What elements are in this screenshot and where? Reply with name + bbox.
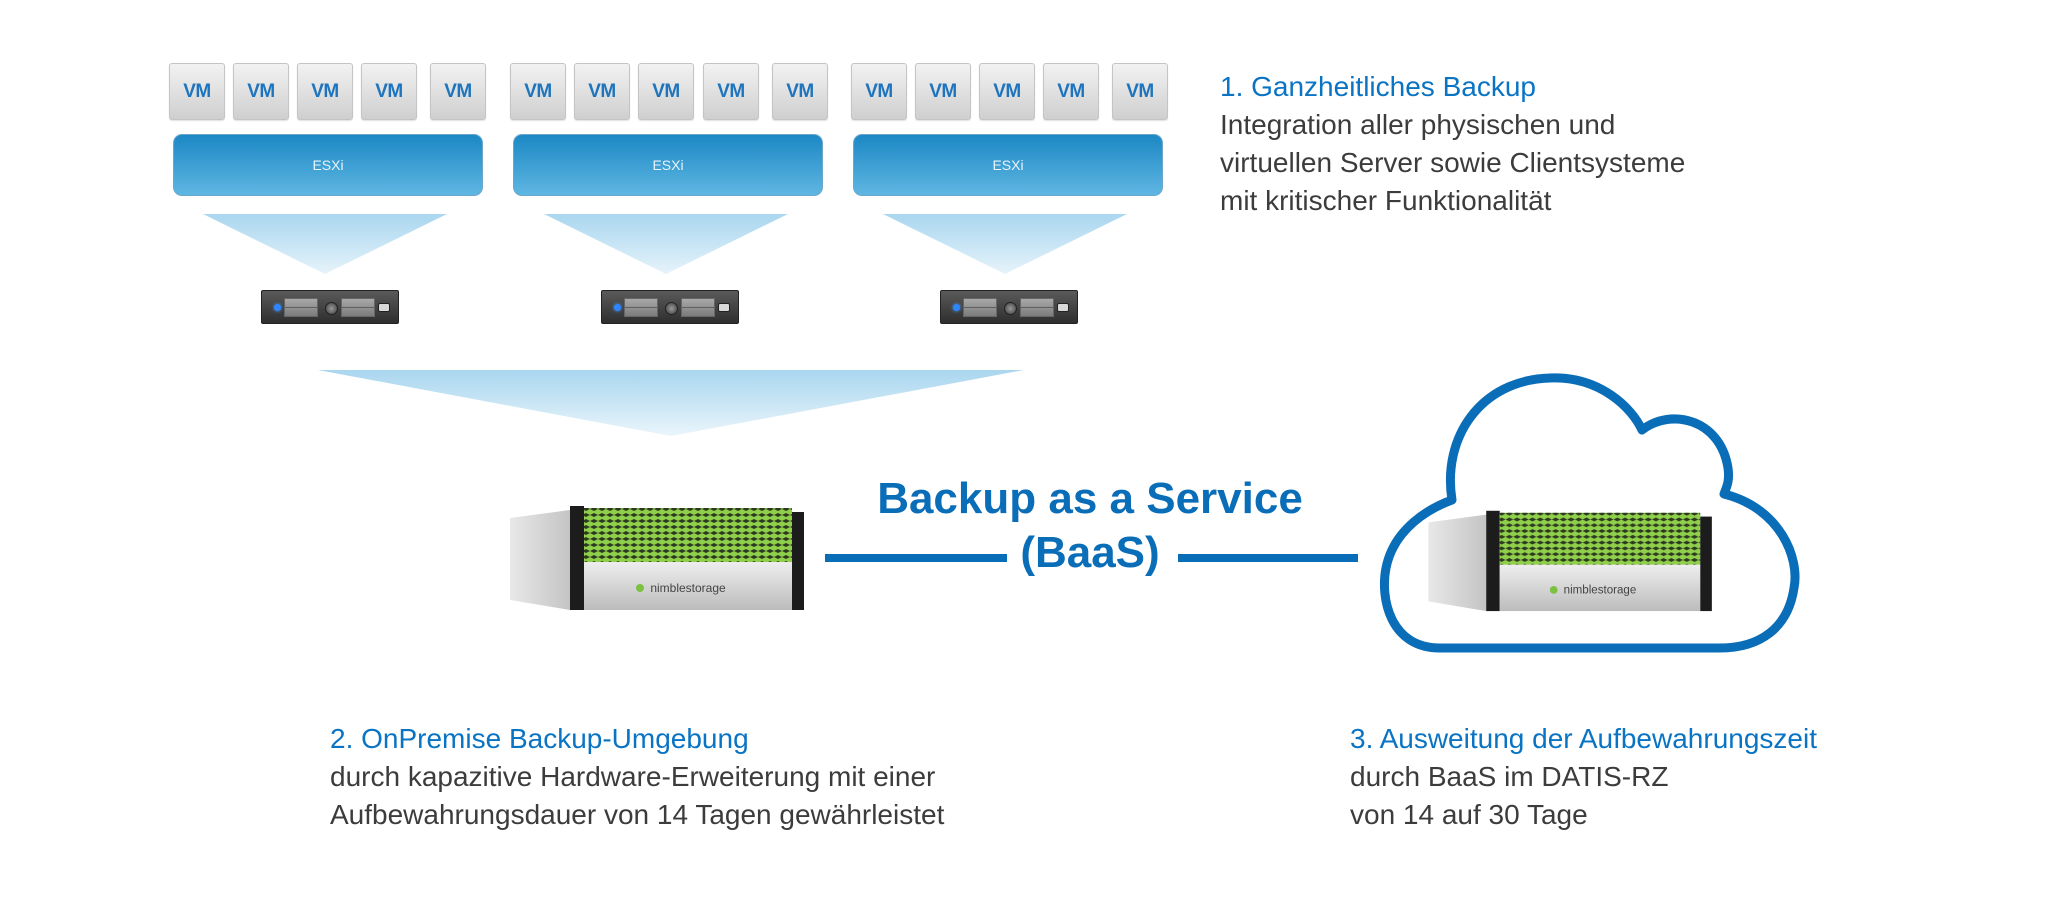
vm-box: VM	[574, 63, 630, 120]
esxi-hypervisor: ESXi	[853, 134, 1163, 196]
vm-box: VM	[169, 63, 225, 120]
flow-arrow-icon	[883, 214, 1127, 274]
note-line: virtuellen Server sowie Clientsysteme	[1220, 147, 1686, 178]
note-heading: 2. OnPremise Backup-Umgebung	[330, 723, 749, 754]
note-heading: 1. Ganzheitliches Backup	[1220, 71, 1536, 102]
svg-text:nimblestorage: nimblestorage	[650, 581, 726, 595]
vm-box: VM	[1112, 63, 1168, 120]
note-line: durch BaaS im DATIS-RZ	[1350, 761, 1669, 792]
note-onpremise-backup: 2. OnPremise Backup-Umgebung durch kapaz…	[330, 720, 944, 834]
storage-brand-text: nimblestorage	[650, 581, 726, 595]
physical-server-icon	[601, 290, 739, 324]
cloud-icon	[1379, 373, 1800, 653]
vm-box: VM	[915, 63, 971, 120]
aggregate-flow-arrow-icon	[318, 370, 1024, 436]
note-holistic-backup: 1. Ganzheitliches Backup Integration all…	[1220, 68, 1685, 220]
vm-box: VM	[233, 63, 289, 120]
vm-box: VM	[510, 63, 566, 120]
connector-line-right	[1178, 554, 1358, 562]
vm-box: VM	[297, 63, 353, 120]
note-retention-extension: 3. Ausweitung der Aufbewahrungszeit durc…	[1350, 720, 1817, 834]
vm-box: VM	[703, 63, 759, 120]
vm-box: VM	[772, 63, 828, 120]
vm-box: VM	[638, 63, 694, 120]
vm-box: VM	[979, 63, 1035, 120]
note-line: durch kapazitive Hardware-Erweiterung mi…	[330, 761, 936, 792]
note-line: Aufbewahrungsdauer von 14 Tagen gewährle…	[330, 799, 945, 830]
vm-box: VM	[430, 63, 486, 120]
vm-box: VM	[361, 63, 417, 120]
note-heading: 3. Ausweitung der Aufbewahrungszeit	[1350, 723, 1817, 754]
svg-text:nimblestorage: nimblestorage	[1564, 585, 1637, 597]
note-line: Integration aller physischen und	[1220, 109, 1616, 140]
connector-line-left	[825, 554, 1007, 562]
baas-title-line1: Backup as a Service	[877, 474, 1303, 523]
cloud-storage-array-icon: nimblestorage	[1428, 510, 1712, 612]
baas-label: Backup as a Service (BaaS)	[850, 472, 1330, 580]
note-line: von 14 auf 30 Tage	[1350, 799, 1588, 830]
baas-title-line2: (BaaS)	[1020, 528, 1160, 577]
flow-arrow-icon	[203, 214, 447, 274]
flow-arrow-icon	[544, 214, 788, 274]
physical-server-icon	[261, 290, 399, 324]
onpremise-storage-array-icon: nimblestorage	[510, 506, 804, 610]
esxi-hypervisor: ESXi	[173, 134, 483, 196]
vm-box: VM	[851, 63, 907, 120]
physical-server-icon	[940, 290, 1078, 324]
storage-brand-text: nimblestorage	[1564, 585, 1637, 597]
esxi-hypervisor: ESXi	[513, 134, 823, 196]
vm-box: VM	[1043, 63, 1099, 120]
note-line: mit kritischer Funktionalität	[1220, 185, 1552, 216]
